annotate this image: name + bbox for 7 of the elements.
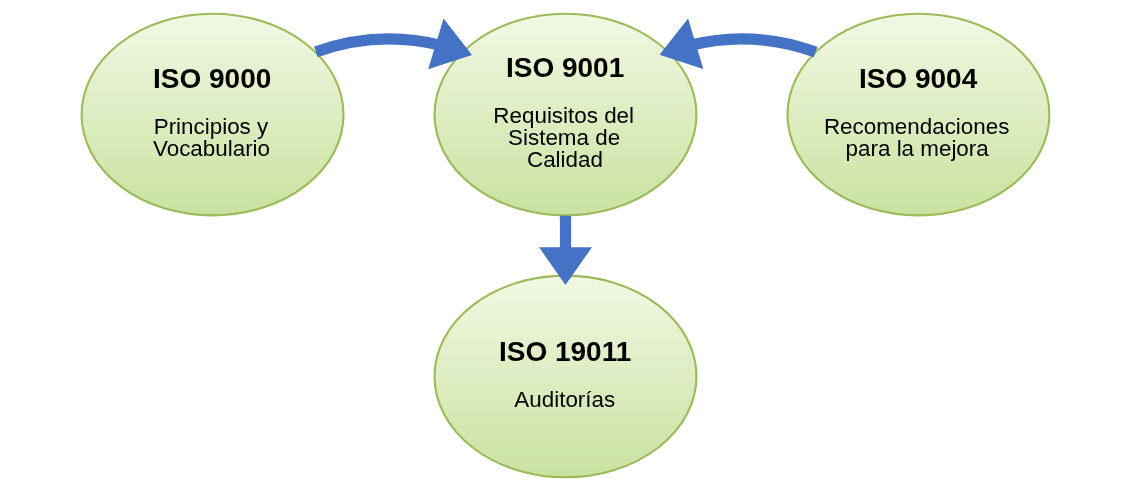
node-ellipse: ISO 19011 Auditorías [433, 274, 698, 479]
node-ellipse: ISO 9000 Principios y Vocabulario [80, 12, 345, 217]
arrow [659, 18, 818, 70]
node-ellipse: ISO 9004 Recomendaciones para la mejora [786, 12, 1051, 217]
arrow [539, 215, 592, 286]
node-ellipse: ISO 9001 Requisitos del Sistema de Calidad [433, 12, 698, 217]
arrow [314, 18, 472, 70]
